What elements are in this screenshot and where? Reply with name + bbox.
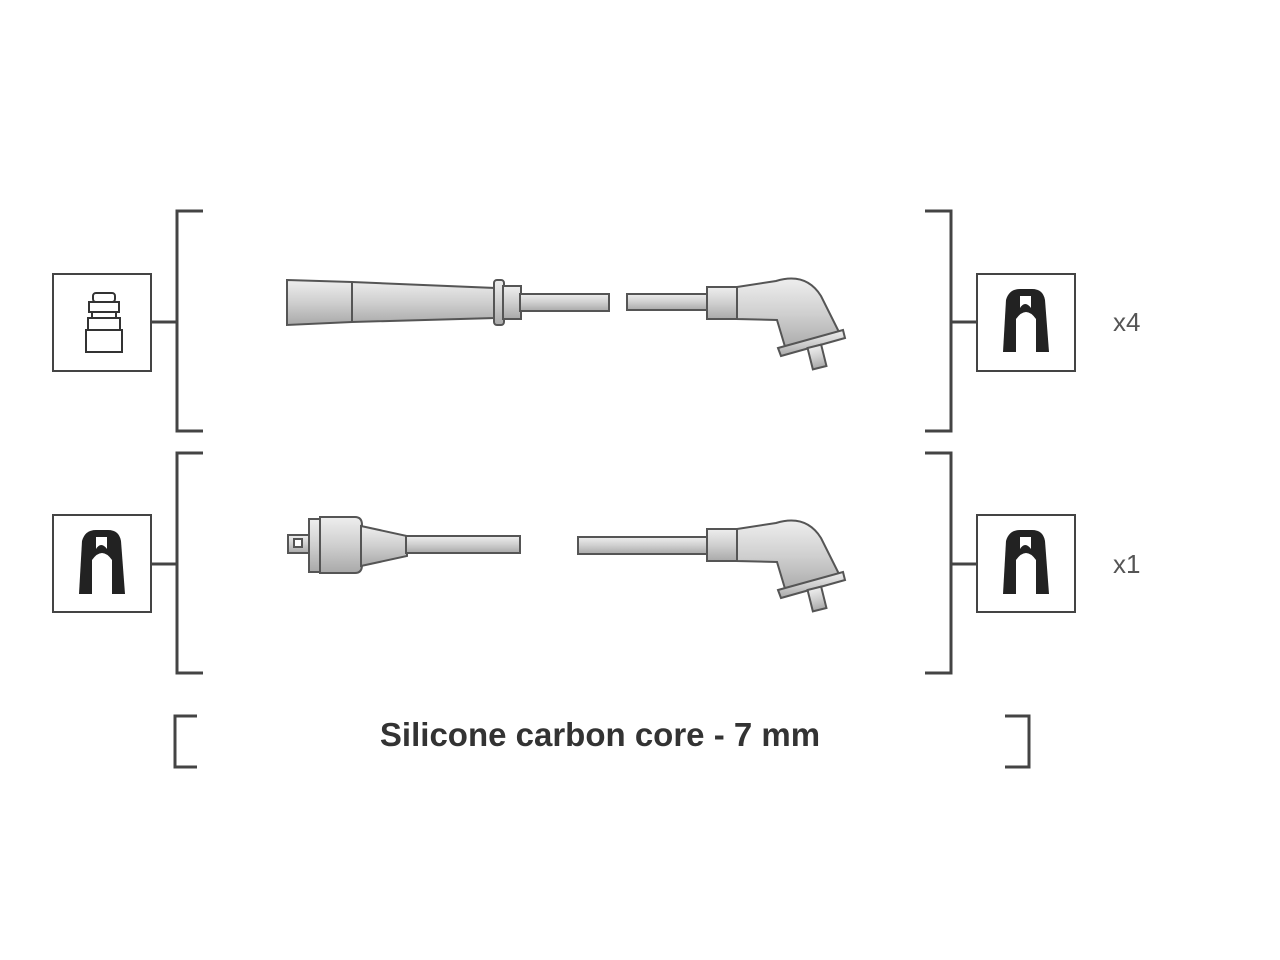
right-bracket (925, 209, 977, 433)
angled-coil-boot (706, 277, 847, 371)
left-bracket (152, 451, 203, 675)
spec-right-bracket (1005, 714, 1031, 769)
coil-side-connector (287, 516, 408, 574)
quantity-label-row-1: x4 (1113, 307, 1141, 337)
coil-terminal-boot-icon (1003, 289, 1049, 352)
right-bracket (925, 451, 977, 675)
left-bracket (152, 209, 203, 433)
cable-row-2 (52, 451, 1076, 675)
coil-terminal-boot-icon (1003, 530, 1049, 594)
angled-coil-boot (706, 519, 847, 613)
ignition-cable-segment (519, 293, 610, 312)
coil-terminal-boot-icon (79, 530, 125, 594)
straight-spark-plug-boot (286, 278, 522, 327)
cable-row-1 (52, 209, 1076, 433)
cable-spec-label: Silicone carbon core - 7 mm (379, 716, 821, 753)
ignition-cable-segment (577, 536, 710, 555)
spark-plug-terminal-nut-icon (85, 292, 123, 353)
ignition-cable-segment (626, 293, 713, 311)
ignition-cable-segment (405, 535, 521, 554)
spec-left-bracket (173, 714, 197, 769)
quantity-label-row-2: x1 (1113, 549, 1141, 579)
